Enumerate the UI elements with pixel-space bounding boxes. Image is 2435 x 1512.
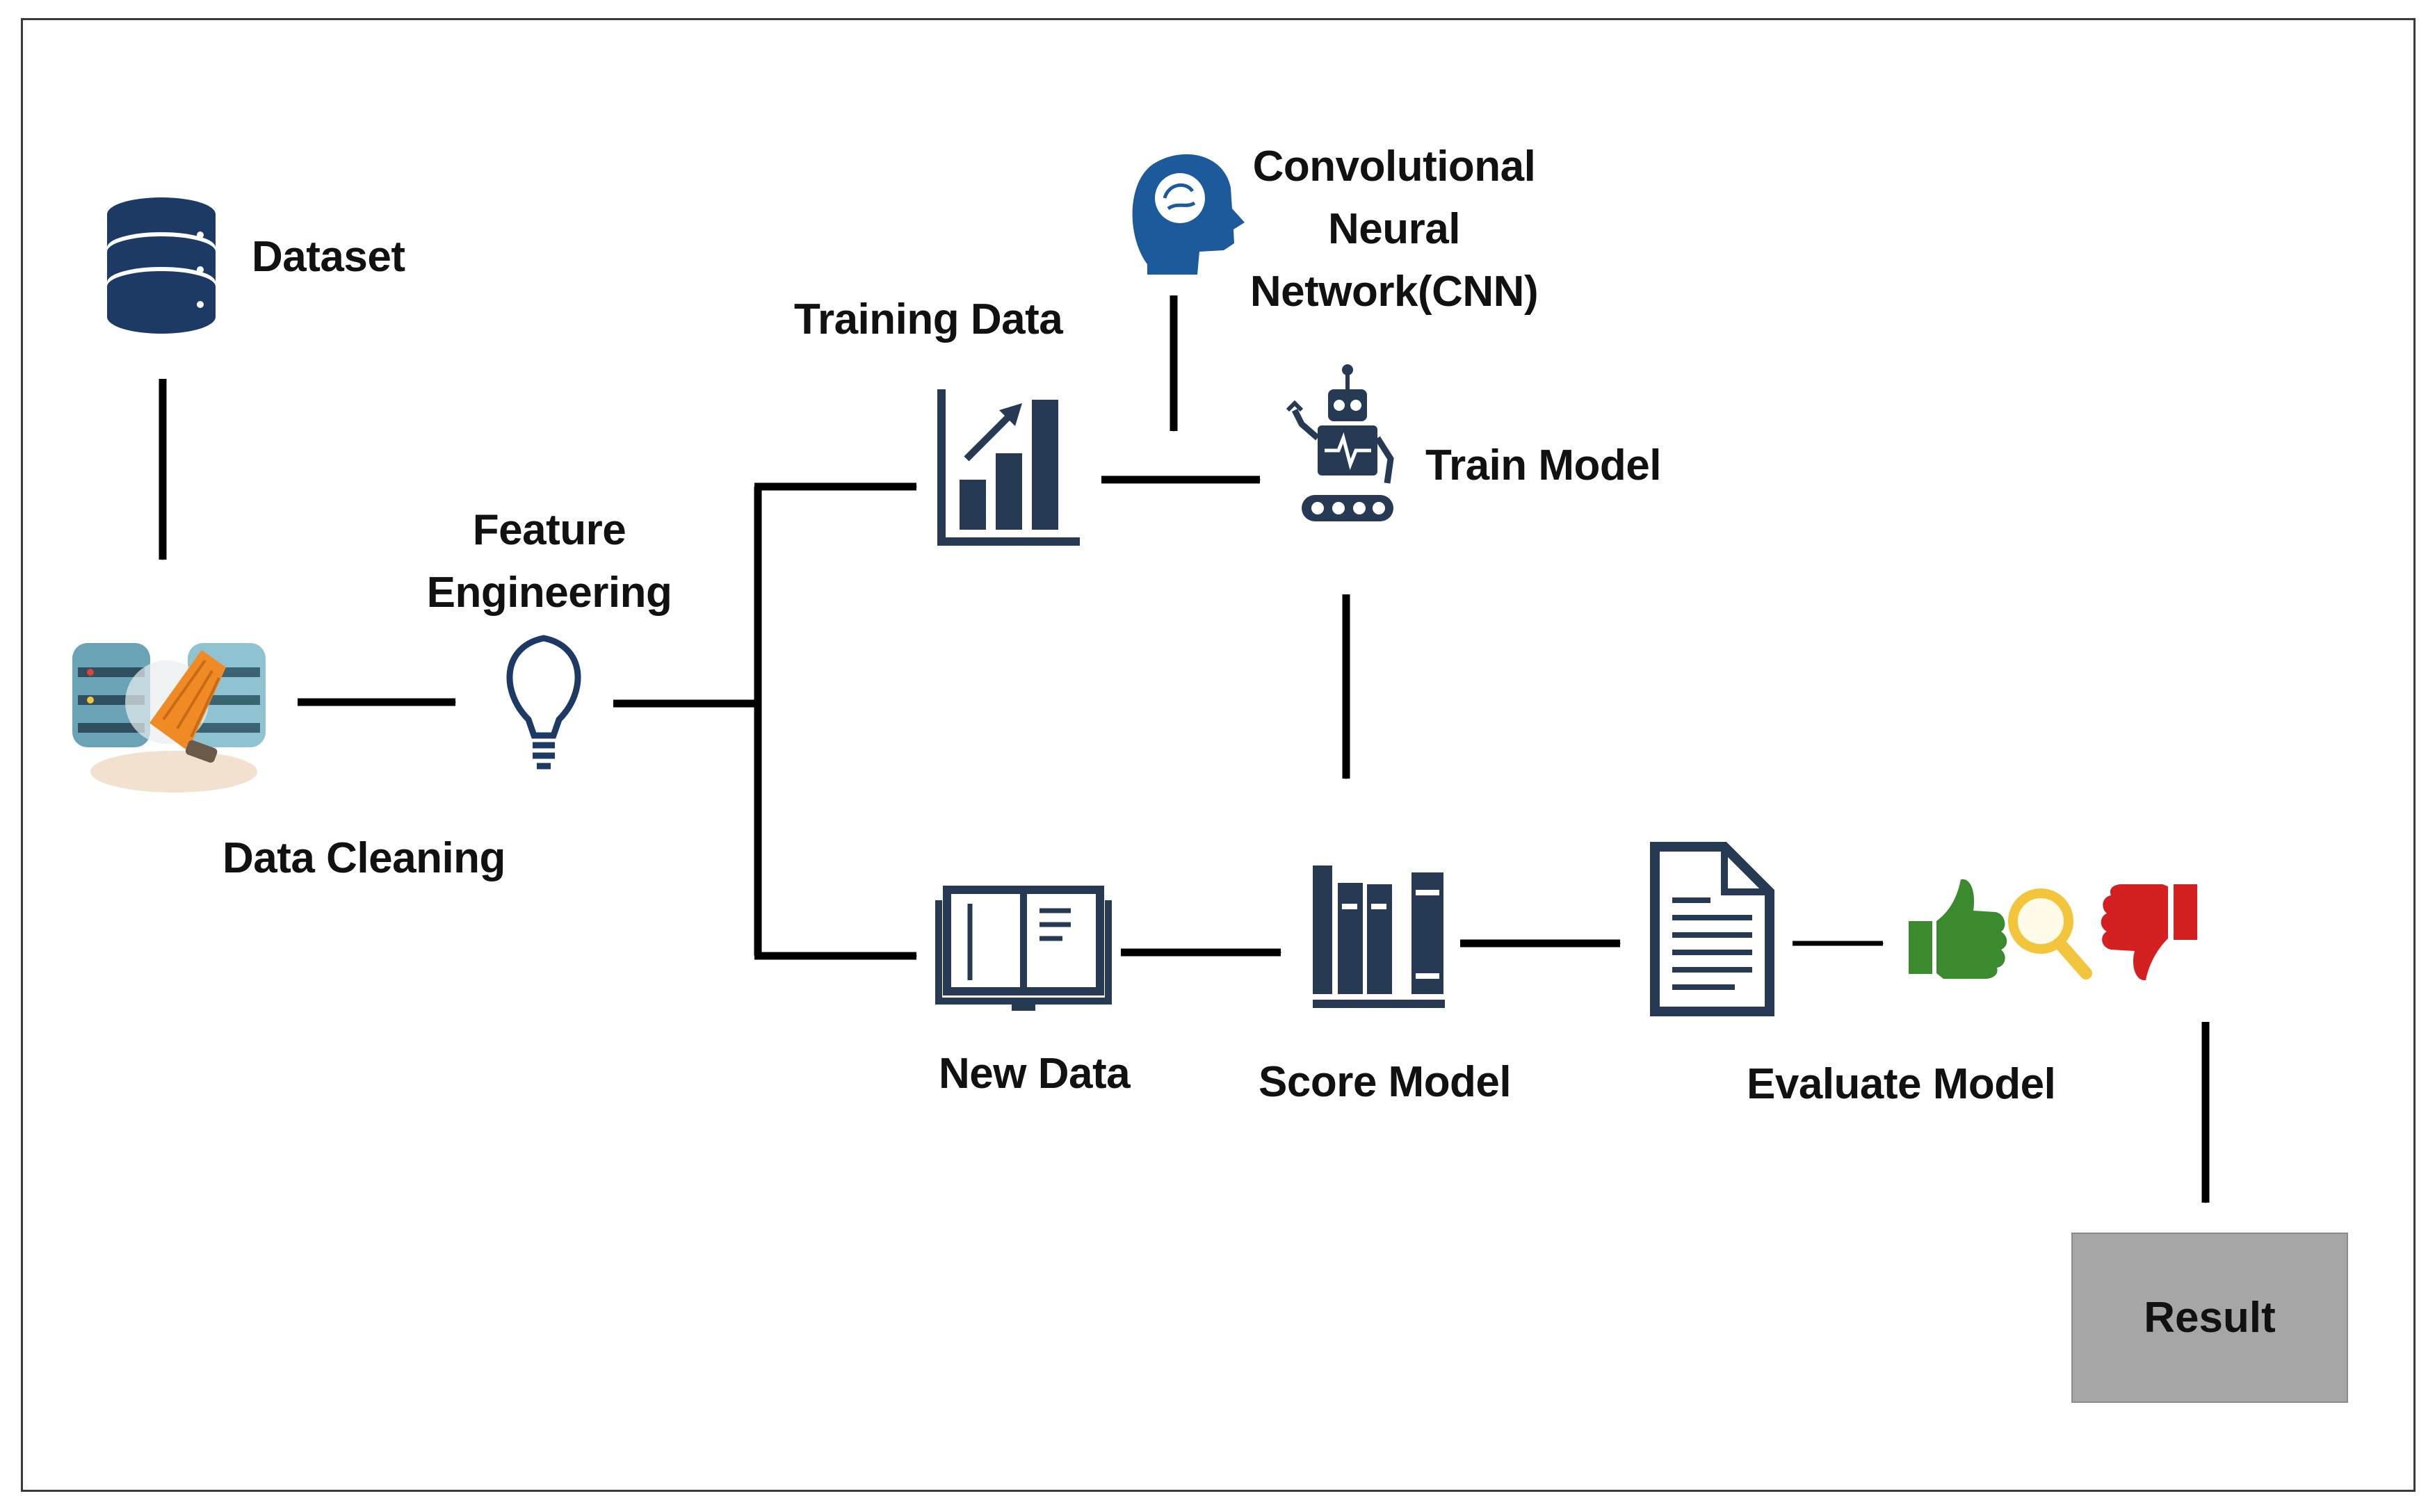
magnifier-icon	[2008, 888, 2092, 979]
dataset-label: Dataset	[252, 233, 405, 281]
score-model-label: Score Model	[1259, 1058, 1512, 1106]
books-icon	[1313, 865, 1445, 1008]
robot-icon	[1286, 364, 1394, 521]
cnn-label: Convolutional Neural Network(CNN)	[1224, 136, 1564, 323]
training-data-label: Training Data	[794, 295, 1063, 343]
cnn-line3: Network(CNN)	[1249, 268, 1539, 316]
data-cleaning-label: Data Cleaning	[223, 834, 505, 882]
connectors	[159, 295, 2210, 1204]
new-data-label: New Data	[939, 1050, 1131, 1098]
thumbs-up-icon	[1909, 879, 2007, 979]
feature-engineering-line2: Engineering	[426, 569, 672, 617]
evaluate-model-label: Evaluate Model	[1747, 1060, 2056, 1108]
cnn-line2: Neural	[1328, 205, 1460, 253]
feature-engineering-line1: Feature	[472, 506, 626, 554]
open-book-icon	[935, 886, 1112, 1011]
document-icon	[1650, 842, 1774, 1016]
thumbs-down-icon	[2101, 884, 2197, 981]
feature-engineering-label: Feature Engineering	[417, 499, 681, 624]
lightbulb-icon	[506, 635, 581, 770]
brain-head-icon	[1132, 154, 1245, 275]
cnn-line1: Convolutional	[1252, 143, 1536, 190]
data-cleaning-icon	[72, 643, 266, 792]
database-icon	[107, 197, 216, 334]
result-box: Result	[2071, 1233, 2348, 1403]
training-data-chart-icon	[937, 389, 1080, 546]
diagram-frame	[21, 18, 2416, 1492]
train-model-label: Train Model	[1425, 441, 1661, 489]
result-label: Result	[2144, 1294, 2276, 1342]
